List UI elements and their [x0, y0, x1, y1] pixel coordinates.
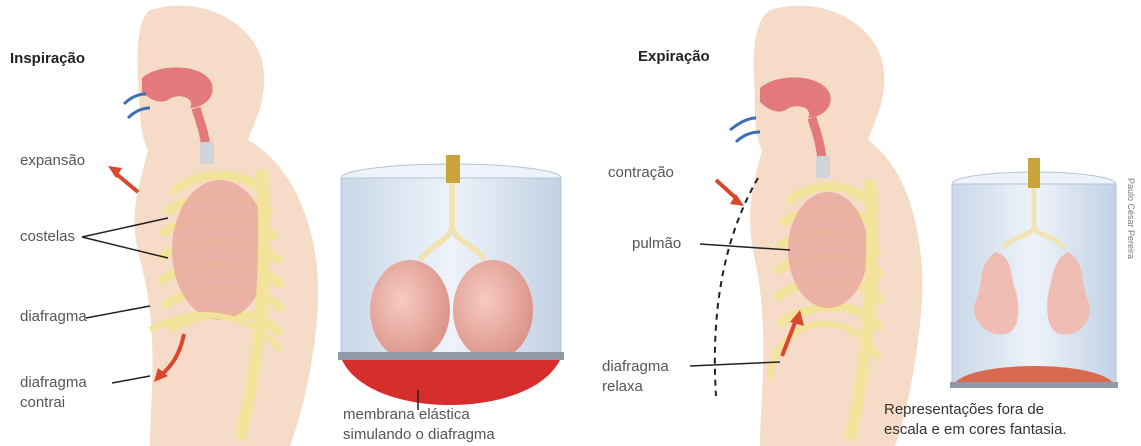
caption-membrane-2: simulando o diafragma: [343, 426, 495, 444]
scale-note-1: Representações fora de: [884, 400, 1044, 419]
label-lung: pulmão: [632, 235, 681, 253]
scale-note-2: escala e em cores fantasia.: [884, 420, 1067, 439]
label-diaphragm-contracts-1: diafragma: [20, 374, 87, 392]
image-credit: Paulo César Pereira: [1126, 178, 1136, 259]
label-diaphragm: diafragma: [20, 308, 87, 326]
elastic-membrane-stretched: [342, 360, 560, 405]
balloon-lung-left: [370, 260, 450, 360]
caption-membrane-1: membrana elástica: [343, 406, 470, 424]
balloon-lung-right: [453, 260, 533, 360]
label-ribs: costelas: [20, 228, 75, 246]
lung-right: [788, 192, 868, 308]
bell-jar-inspiration: [338, 155, 564, 405]
bell-jar-expiration: [950, 158, 1118, 388]
lung: [172, 180, 268, 320]
label-contraction: contração: [608, 164, 674, 182]
label-diaphragm-relaxes-2: relaxa: [602, 378, 643, 396]
larynx: [200, 142, 214, 164]
body-inspiration: [135, 6, 319, 446]
title-expiration: Expiração: [638, 48, 710, 65]
title-inspiration: Inspiração: [10, 50, 85, 67]
body-expiration: [750, 6, 922, 446]
expansion-arrow: [108, 166, 138, 192]
label-expansion: expansão: [20, 152, 85, 170]
contraction-arrow: [716, 180, 744, 206]
label-diaphragm-relaxes-1: diafragma: [602, 358, 669, 376]
label-diaphragm-contracts-2: contrai: [20, 394, 65, 412]
